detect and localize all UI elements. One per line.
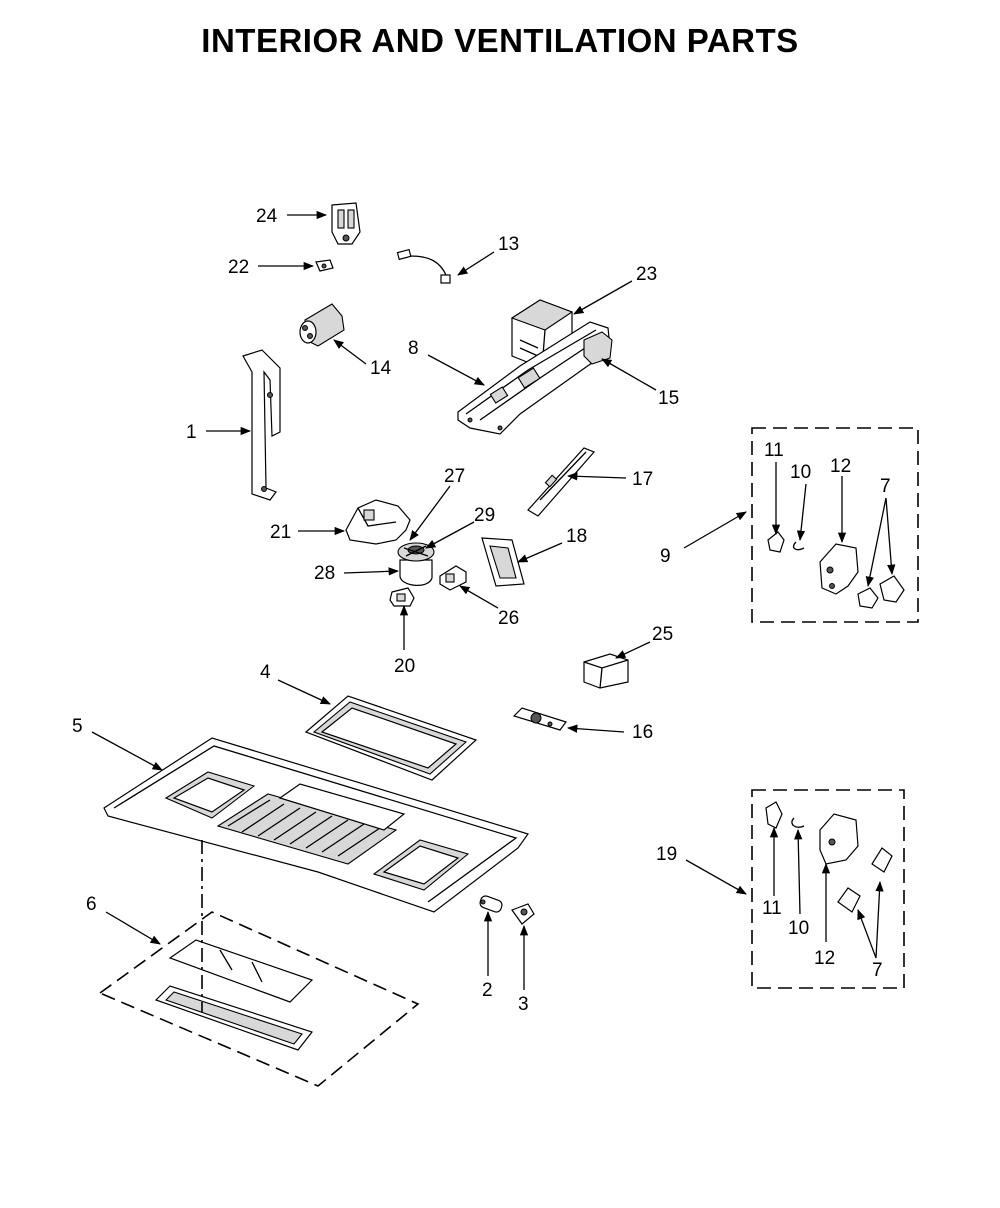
- part-24-bracket-drawing: [331, 202, 361, 245]
- callout-10-group-9: 10: [790, 462, 811, 483]
- callout-27: 27: [444, 466, 465, 487]
- callout-11-group-19: 11: [762, 898, 782, 919]
- callout-26: 26: [498, 608, 519, 629]
- callout-22: 22: [228, 257, 249, 278]
- leader-lines: [91, 210, 896, 990]
- part-13-wire-drawing: [396, 248, 451, 284]
- callout-6: 6: [86, 894, 97, 915]
- part-15-block-drawing: [583, 331, 613, 365]
- callout-17: 17: [632, 469, 653, 490]
- part-6-charcoal-filter-drawing: [98, 840, 420, 1087]
- callout-10-group-19: 10: [788, 918, 809, 939]
- callout-28: 28: [314, 563, 335, 584]
- callout-labels: 1 2 3 4 5 6 7 8 9 10 11 12 13 14 15 16 1…: [72, 206, 891, 1015]
- group-9-box: [751, 427, 919, 623]
- part-4-filter-drawing: [304, 695, 478, 781]
- part-25-bin-drawing: [583, 653, 629, 689]
- part-5-bottom-panel-drawing: [103, 737, 529, 913]
- callout-14: 14: [370, 358, 392, 379]
- part-3-socket-drawing: [511, 903, 535, 925]
- callout-2: 2: [482, 980, 493, 1001]
- callout-16: 16: [632, 722, 653, 743]
- callout-29: 29: [474, 505, 495, 526]
- part-1-vertical-bracket-drawing: [242, 349, 281, 501]
- callout-3: 3: [518, 994, 529, 1015]
- callout-21: 21: [270, 522, 291, 543]
- part-18-grille-drawing: [481, 537, 525, 587]
- part-26-switch-drawing: [439, 565, 467, 591]
- part-20-damper-drawing: [389, 587, 415, 607]
- callout-7-group-9: 7: [880, 476, 891, 497]
- diagram-title: INTERIOR AND VENTILATION PARTS: [201, 22, 799, 59]
- callout-11-group-9: 11: [764, 440, 784, 461]
- callout-18: 18: [566, 526, 587, 547]
- callout-12-group-19: 12: [814, 948, 835, 969]
- part-14-capacitor-drawing: [299, 303, 345, 347]
- part-21-housing-drawing: [345, 499, 411, 545]
- callout-12-group-9: 12: [830, 456, 851, 477]
- callout-1: 1: [186, 422, 197, 443]
- callout-9: 9: [660, 546, 671, 567]
- callout-8: 8: [408, 338, 419, 359]
- callout-13: 13: [498, 234, 519, 255]
- group-19-box: [751, 789, 905, 989]
- callout-15: 15: [658, 388, 679, 409]
- callout-24: 24: [256, 206, 278, 227]
- part-28-fan-motor-drawing: [397, 542, 435, 586]
- callout-25: 25: [652, 624, 673, 645]
- callout-23: 23: [636, 264, 657, 285]
- callout-5: 5: [72, 716, 83, 737]
- callout-4: 4: [260, 662, 271, 683]
- callout-19: 19: [656, 844, 677, 865]
- part-8-component-plate-drawing: [457, 321, 611, 435]
- part-17-rail-drawing: [527, 447, 596, 517]
- part-2-bulb-drawing: [479, 895, 503, 913]
- part-22-clip-drawing: [315, 259, 334, 272]
- callout-20: 20: [394, 656, 415, 677]
- part-16-board-drawing: [512, 707, 567, 731]
- callout-7-group-19: 7: [872, 960, 883, 981]
